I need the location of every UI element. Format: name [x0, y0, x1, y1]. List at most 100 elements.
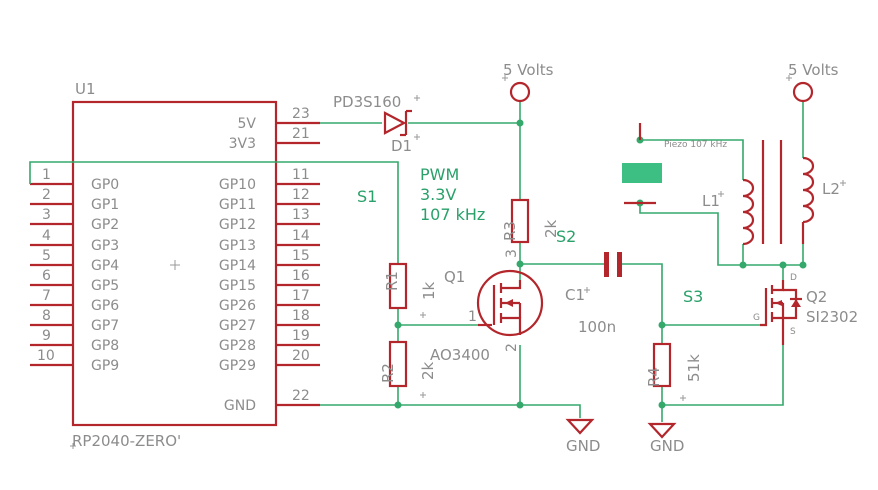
r3-resistor[interactable]: R3 2k [501, 198, 560, 244]
pwm-annotation: PWM 3.3V 107 kHz [420, 165, 485, 224]
u1-pin-gp14[interactable]: GP14 15 [219, 248, 320, 274]
pin-number: 20 [292, 348, 310, 364]
pin-label: 3V3 [229, 136, 256, 152]
u1-pin-gp1[interactable]: GP1 2 [30, 187, 119, 213]
c1-capacitor[interactable]: C1 100n [565, 252, 622, 336]
pin-number: 9 [42, 328, 51, 344]
supply-5v-right[interactable]: 5 Volts [788, 61, 839, 103]
u1-pin-3v3[interactable]: 3V3 21 [229, 126, 320, 152]
u1-pin-gp15[interactable]: GP15 16 [219, 268, 320, 294]
net-label-s1: S1 [357, 187, 377, 206]
pin-label: GP7 [91, 318, 119, 334]
q2-mosfet[interactable]: Q2 SI2302 D G S [753, 273, 858, 345]
pin-number: 7 [42, 288, 51, 304]
u1-pin-gp2[interactable]: GP2 3 [30, 207, 119, 233]
pwm-line2: 3.3V [420, 185, 456, 204]
q1-mosfet[interactable]: Q1 AO3400 1 3 2 [430, 249, 544, 364]
net-label-s3: S3 [683, 287, 703, 306]
pin-number: 13 [292, 207, 310, 223]
u1-value: RP2040-ZERO' [72, 432, 181, 450]
junction-drain [516, 260, 524, 268]
pin-number: 6 [42, 268, 51, 284]
q1-arrow [505, 299, 513, 307]
pin-label: GP14 [219, 258, 256, 274]
u1-rp2040-zero[interactable]: U1 RP2040-ZERO' [71, 80, 278, 450]
pin-label: GP27 [219, 318, 256, 334]
supply-ring [792, 81, 814, 103]
wire-c1-s3 [622, 263, 663, 344]
u1-pin-gp28[interactable]: GP28 19 [219, 328, 320, 354]
q1-pin-source: 2 [504, 343, 520, 352]
pin-label: 5V [238, 116, 257, 132]
pin-number: 3 [42, 207, 51, 223]
wire-q2-source-gnd [662, 345, 784, 406]
pin-number: 5 [42, 248, 51, 264]
q2-value: SI2302 [806, 308, 858, 326]
pin-label: GP2 [91, 217, 119, 233]
c1-plate-left [604, 252, 609, 277]
q1-name: Q1 [444, 268, 465, 286]
u1-pin-gp6[interactable]: GP6 7 [30, 288, 119, 314]
u1-pin-gp4[interactable]: GP4 5 [30, 248, 119, 274]
pin-label: GP13 [219, 238, 256, 254]
junction-q2-drain [779, 261, 787, 269]
u1-pin-gp11[interactable]: GP11 12 [219, 187, 320, 213]
supply-5v-left[interactable]: 5 Volts [503, 61, 554, 103]
u1-body[interactable] [71, 100, 278, 427]
gnd-triangle [565, 418, 595, 435]
wire-q2-drain [743, 264, 784, 280]
transformer-core [761, 140, 783, 244]
u1-pin-gp5[interactable]: GP5 6 [30, 268, 119, 294]
u1-pin-gp7[interactable]: GP7 8 [30, 308, 119, 334]
u1-pin-gnd[interactable]: GND 22 [224, 388, 320, 414]
wires [29, 101, 804, 422]
u1-pin-gp13[interactable]: GP13 14 [219, 228, 320, 254]
r1-value: 1k [420, 281, 438, 300]
u1-pin-gp3[interactable]: GP3 4 [30, 228, 119, 254]
c1-plate-right [617, 252, 622, 277]
junction-r1-r2 [394, 321, 402, 329]
u1-pin-gp10[interactable]: GP10 11 [219, 167, 320, 193]
gnd-symbol-right[interactable]: GND [647, 422, 684, 455]
u1-pin-gp27[interactable]: GP27 18 [219, 308, 320, 334]
u1-left-pins: GP0 1 GP1 2 GP2 3 GP3 4 GP4 5 GP5 6 [30, 167, 119, 374]
pwm-line1: PWM [420, 165, 459, 184]
gnd-symbol-left[interactable]: GND [565, 418, 600, 455]
pin-number: 1 [42, 167, 51, 183]
pin-number: 21 [292, 126, 310, 142]
wire-piezo-l1-bottom [639, 203, 743, 266]
u1-pin-gp9[interactable]: GP9 10 [30, 348, 119, 374]
l2-inductor[interactable]: L2 [801, 156, 840, 244]
u1-pin-gp29[interactable]: GP29 20 [219, 348, 320, 374]
u1-pin-gp12[interactable]: GP12 13 [219, 207, 320, 233]
q2-name: Q2 [806, 288, 827, 306]
u1-pin-gp0[interactable]: GP0 1 [30, 167, 119, 193]
junction-r2-gnd [394, 401, 402, 409]
pin-number: 14 [292, 228, 310, 244]
r3-body [510, 198, 530, 244]
d1-diode[interactable]: PD3S160 D1 [333, 93, 412, 155]
r1-resistor[interactable]: R1 1k [383, 262, 438, 310]
r4-body [652, 342, 672, 388]
r2-name: R2 [379, 363, 397, 383]
r4-name: R4 [645, 367, 663, 387]
pin-number: 12 [292, 187, 310, 203]
pin-number: 18 [292, 308, 310, 324]
gnd-triangle [647, 422, 677, 439]
l1-inductor[interactable]: L1 [702, 178, 755, 246]
pin-label: GP8 [91, 338, 119, 354]
pin-label: GP6 [91, 298, 119, 314]
pin-label: GP11 [219, 197, 256, 213]
r2-resistor[interactable]: R2 2k [379, 340, 437, 388]
piezo-element[interactable]: Piezo 107 kHz [622, 123, 727, 205]
u1-pin-5v[interactable]: 5V 23 [238, 106, 320, 132]
label-origin-markers [70, 75, 846, 449]
l2-coil [802, 156, 815, 224]
pin-number: 10 [37, 348, 55, 364]
pin-label: GND [224, 398, 256, 414]
d1-name: D1 [391, 137, 412, 155]
u1-pin-gp8[interactable]: GP8 9 [30, 328, 119, 354]
r4-resistor[interactable]: R4 51k [645, 342, 703, 388]
u1-pin-gp26[interactable]: GP26 17 [219, 288, 320, 314]
